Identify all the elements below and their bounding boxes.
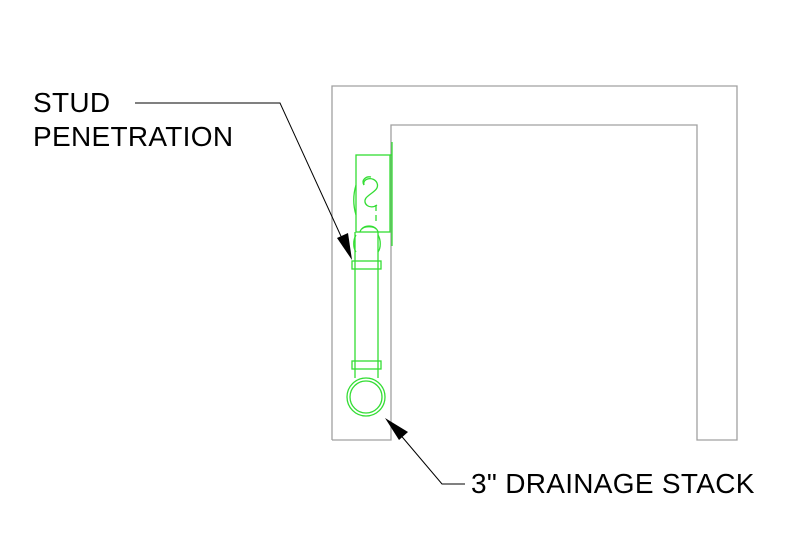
callout-drainage-stack: 3" DRAINAGE STACK	[471, 467, 755, 501]
coupling-bottom	[351, 360, 382, 370]
fitting-box	[355, 154, 391, 233]
callout-stud-penetration: STUD PENETRATION	[33, 86, 233, 154]
coupling-top	[351, 260, 382, 270]
leader-drainage-stack	[397, 431, 465, 485]
leader-stud-penetration	[135, 102, 346, 246]
callout-stud-line-1: STUD	[33, 87, 111, 118]
plumbing-assembly	[346, 142, 393, 417]
callout-stud-line-2: PENETRATION	[33, 121, 234, 152]
arrowhead-drainage-stack-icon	[385, 418, 408, 440]
trap-symbol-icon	[363, 178, 379, 208]
drainage-stack-inner	[349, 380, 383, 414]
callout-drainage-line-1: 3" DRAINAGE STACK	[471, 468, 755, 499]
wall-outline	[331, 85, 738, 441]
arrowhead-stud-penetration-icon	[337, 233, 352, 260]
drainage-stack-outer	[346, 377, 386, 417]
